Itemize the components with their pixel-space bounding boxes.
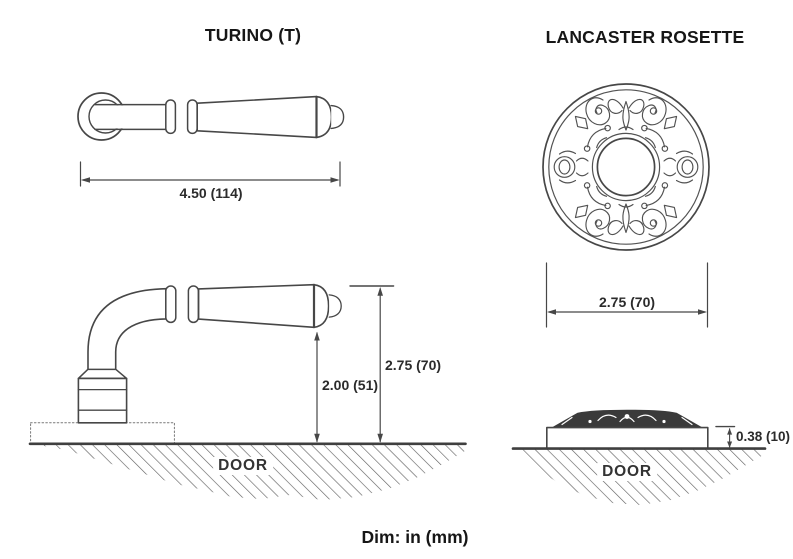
rosette-base-band bbox=[545, 426, 709, 450]
dimension-lever-length bbox=[79, 161, 341, 187]
rosette-filigree bbox=[553, 97, 699, 237]
lever-neck bbox=[87, 287, 167, 371]
dimension-lever-overall-height bbox=[349, 285, 395, 443]
lancaster-rosette-title: LANCASTER ROSETTE bbox=[545, 27, 745, 47]
rosette-dome-filigree bbox=[561, 414, 693, 426]
lever-top-view bbox=[77, 92, 345, 141]
lever-collar-ring bbox=[165, 285, 177, 324]
lever-grip-height-dim-label: 2.00 (51) bbox=[322, 377, 379, 393]
turino-title: TURINO (T) bbox=[204, 25, 302, 45]
rosette-dome bbox=[552, 409, 703, 429]
lever-collar-ring bbox=[186, 99, 198, 135]
door-label-left: DOOR bbox=[213, 457, 273, 475]
rosette-profile-view bbox=[545, 409, 709, 450]
rosette-diameter-dim-label: 2.75 (70) bbox=[598, 294, 656, 310]
lever-collar-ring bbox=[165, 99, 177, 135]
rosette-outer-rim bbox=[542, 83, 710, 251]
lever-base-flare bbox=[77, 368, 128, 380]
door-label-right: DOOR bbox=[597, 463, 657, 481]
lever-grip bbox=[197, 283, 330, 329]
units-note: Dim: in (mm) bbox=[361, 527, 469, 547]
lever-length-dim-label: 4.50 (114) bbox=[179, 185, 243, 201]
dimension-rosette-thickness bbox=[715, 425, 736, 448]
lever-overall-height-dim-label: 2.75 (70) bbox=[385, 357, 442, 373]
dimension-lever-grip-height bbox=[314, 331, 320, 443]
lever-end-button bbox=[328, 294, 342, 318]
lever-grip bbox=[196, 95, 333, 139]
lever-collar-ring bbox=[187, 285, 200, 324]
dimension-rosette-diameter bbox=[545, 262, 709, 328]
rosette-thickness-dim-label: 0.38 (10) bbox=[736, 429, 791, 444]
lever-profile-view bbox=[30, 283, 342, 445]
lever-base bbox=[77, 377, 128, 424]
lever-end-button bbox=[330, 104, 345, 130]
rosette-center-hole bbox=[596, 137, 656, 197]
rosette-hidden-outline bbox=[30, 422, 175, 445]
rosette-front-view bbox=[542, 83, 710, 251]
